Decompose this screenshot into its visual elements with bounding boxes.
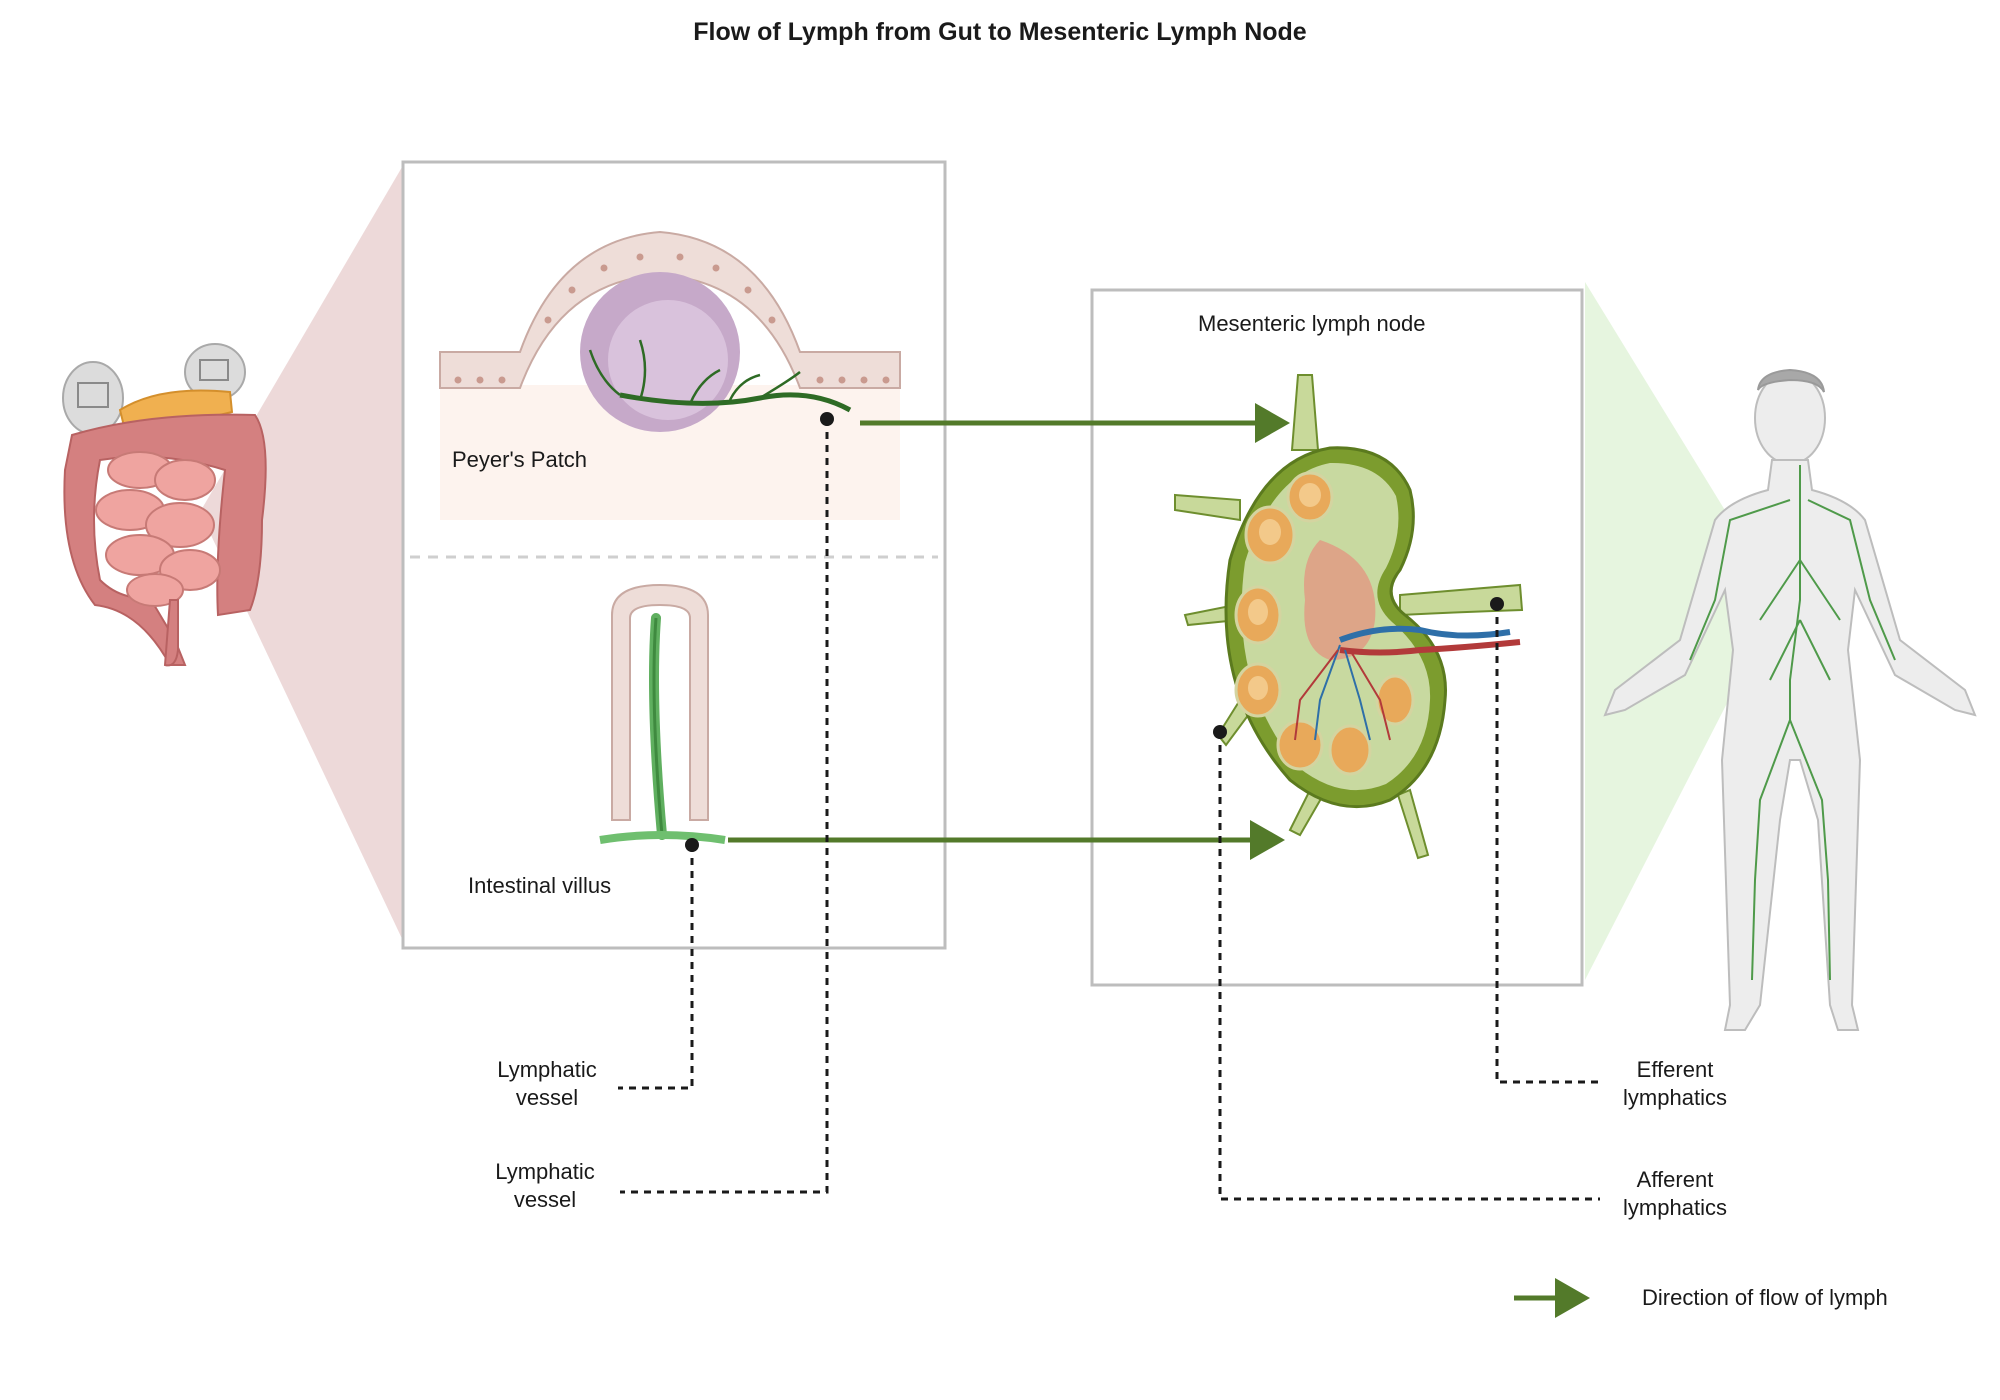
callout-line-afferent bbox=[1218, 732, 1600, 1201]
lymph-node-illustration bbox=[1174, 374, 1524, 860]
gut-zoom-wedge bbox=[200, 162, 405, 945]
callout-line-villus-vessel bbox=[618, 845, 694, 1090]
callout-dot-peyers-vessel bbox=[820, 412, 834, 426]
callout-dot-efferent bbox=[1490, 597, 1504, 611]
label-afferent-lymphatics-line1: Afferent bbox=[1636, 1167, 1714, 1192]
legend-label: Direction of flow of lymph bbox=[1642, 1285, 1888, 1310]
label-efferent-lymphatics-line2: lymphatics bbox=[1623, 1085, 1727, 1110]
callout-line-peyers-vessel bbox=[620, 419, 829, 1194]
diagram-title: Flow of Lymph from Gut to Mesenteric Lym… bbox=[693, 18, 1307, 46]
label-intestinal-villus: Intestinal villus bbox=[468, 873, 612, 898]
callout-line-efferent bbox=[1495, 604, 1600, 1084]
label-peyers-patch: Peyer's Patch bbox=[452, 447, 588, 472]
human-body-illustration bbox=[1603, 368, 1977, 1031]
body-lymphatic-network bbox=[1689, 465, 1896, 981]
label-lymphatic-vessel-2-line2: vessel bbox=[513, 1187, 577, 1212]
label-efferent-lymphatics-line1: Efferent bbox=[1636, 1057, 1714, 1082]
intestinal-villus-illustration bbox=[599, 583, 726, 844]
label-afferent-lymphatics-line2: lymphatics bbox=[1623, 1195, 1727, 1220]
label-lymphatic-vessel-2-line1: Lymphatic bbox=[495, 1159, 595, 1184]
label-lymphatic-vessel-1-line1: Lymphatic bbox=[497, 1057, 597, 1082]
label-lymphatic-vessel-1-line2: vessel bbox=[515, 1085, 579, 1110]
callout-dot-villus-vessel bbox=[685, 838, 699, 852]
digestive-system-illustration bbox=[62, 343, 267, 667]
callout-dot-afferent bbox=[1213, 725, 1227, 739]
label-mesenteric-lymph-node: Mesenteric lymph node bbox=[1198, 311, 1426, 336]
peyers-patch-illustration bbox=[439, 230, 901, 520]
